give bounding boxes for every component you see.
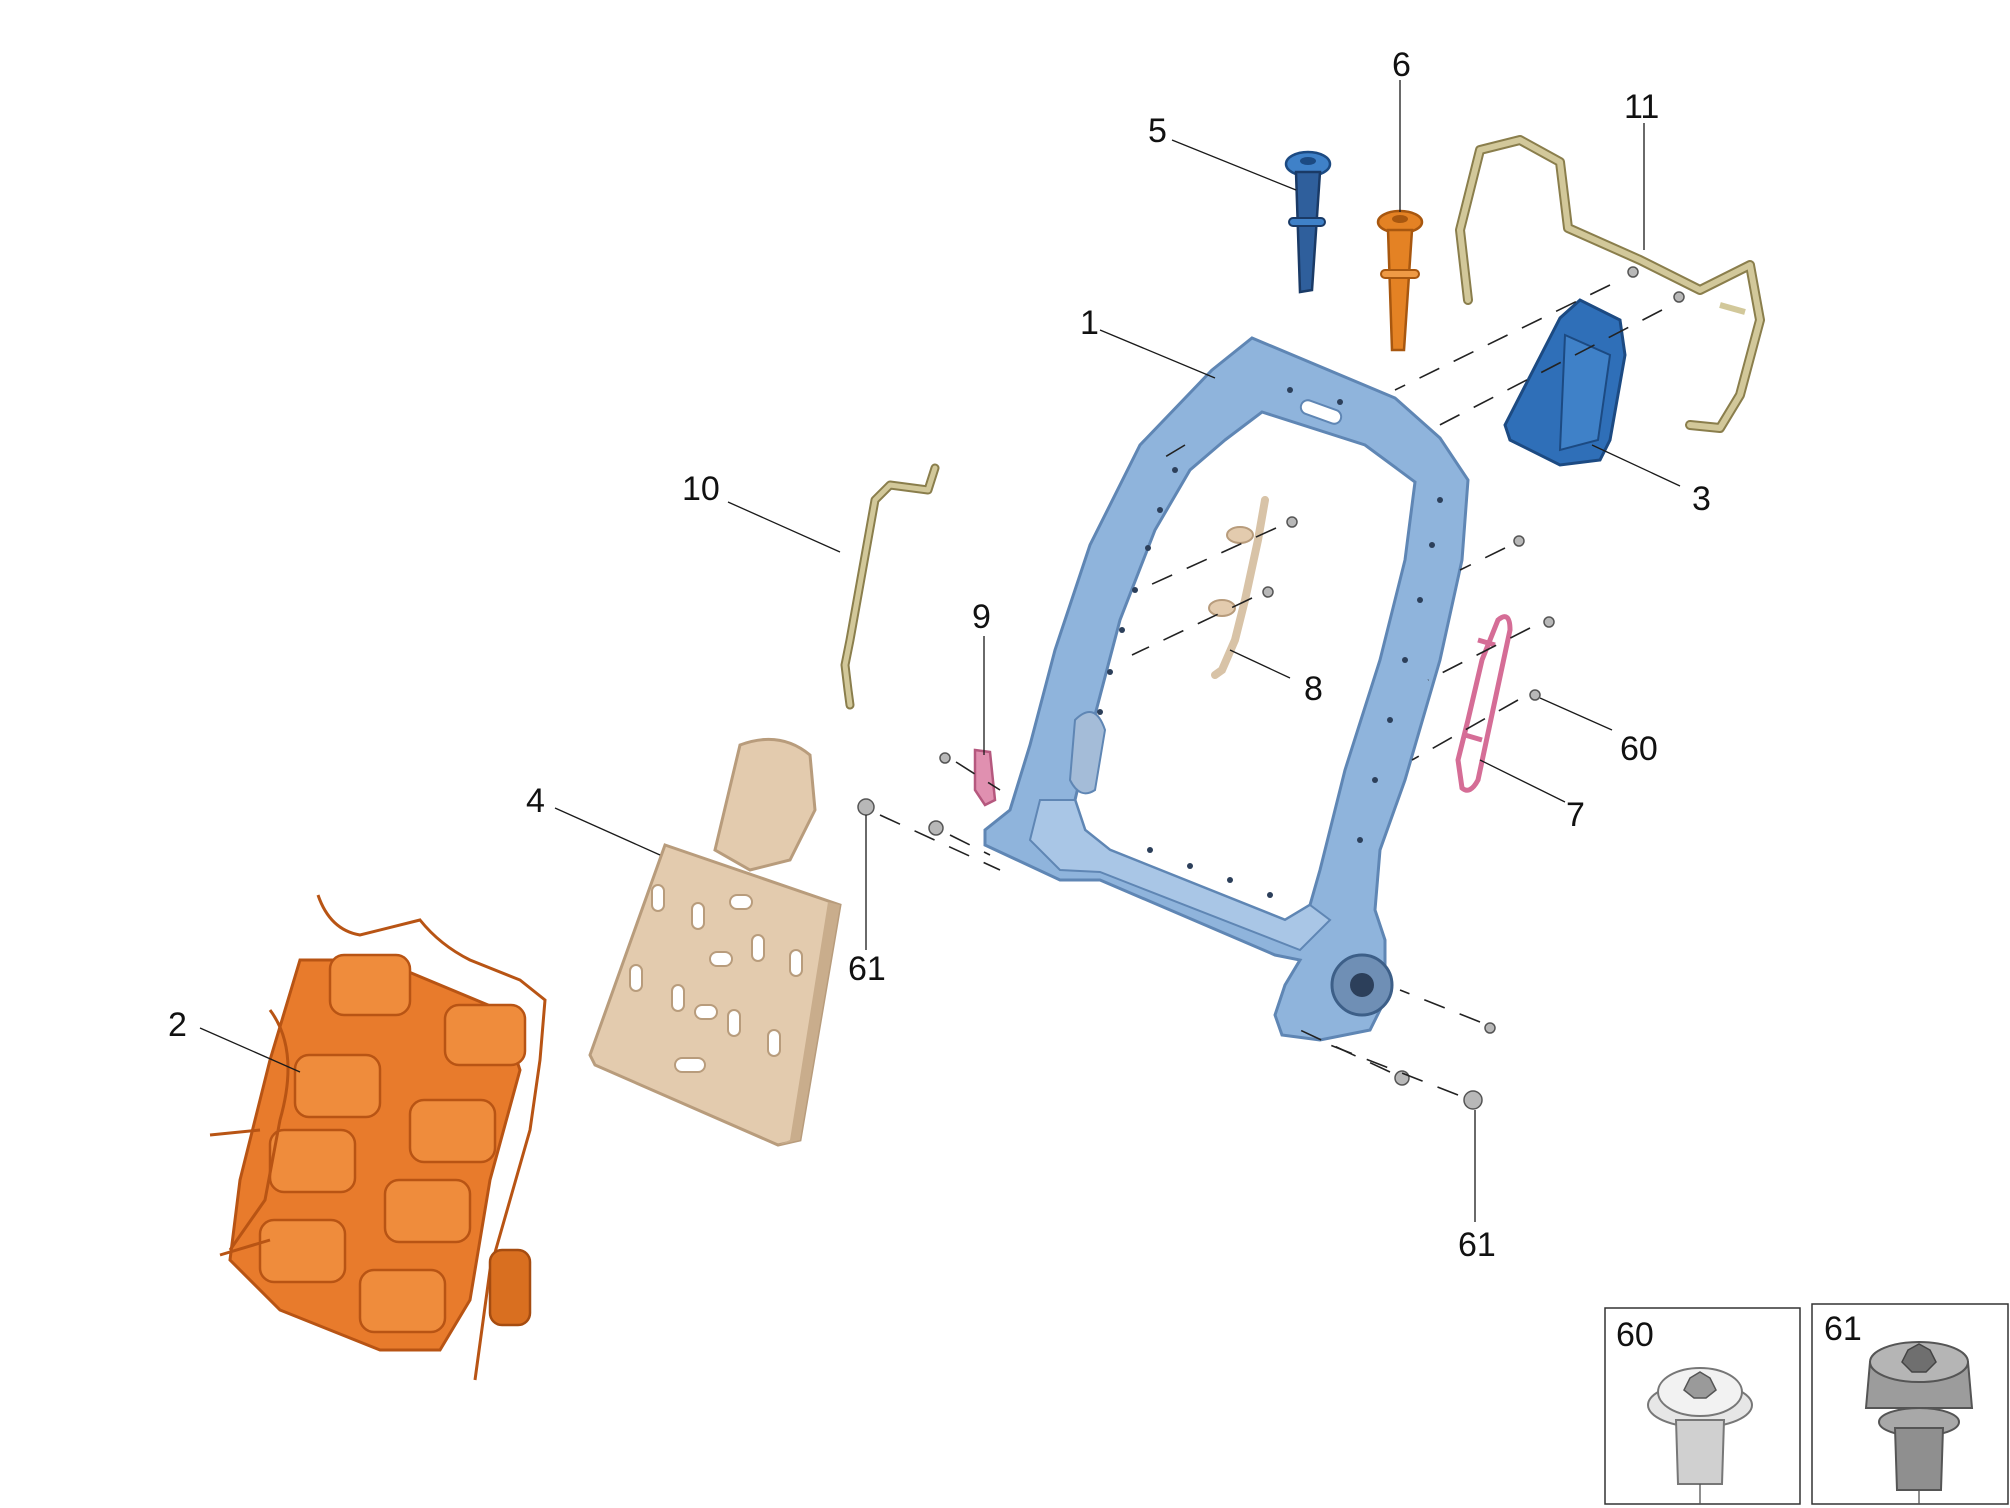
part-1-backrest-frame — [983, 336, 1470, 1042]
bolt — [1394, 1070, 1410, 1086]
part-5-headrest-guide-blue — [1284, 150, 1332, 294]
screw — [1529, 689, 1541, 701]
bolt — [1463, 1090, 1483, 1110]
screw — [1543, 616, 1555, 628]
part-9-clip — [973, 748, 997, 807]
callout-7: 7 — [1566, 796, 1585, 834]
screw — [1262, 586, 1274, 598]
inset-label-61: 61 — [1824, 1310, 1862, 1348]
callout-5: 5 — [1148, 112, 1167, 150]
inset-screw-60: 60 — [1604, 1307, 1801, 1505]
bolt — [928, 820, 944, 836]
callout-6: 6 — [1392, 46, 1411, 84]
inset-label-60: 60 — [1616, 1316, 1654, 1354]
callout-1: 1 — [1080, 304, 1099, 342]
screw — [1484, 1022, 1496, 1034]
part-3-upper-trim — [1503, 298, 1627, 467]
assembly-lines — [879, 284, 1663, 1096]
inset-bolt-61: 61 — [1811, 1303, 2009, 1505]
part-2-cushion-mat — [209, 894, 547, 1381]
callout-8: 8 — [1304, 670, 1323, 708]
callout-labels: 1 2 3 4 5 6 7 8 9 10 11 60 61 61 — [168, 46, 1711, 1264]
callout-4: 4 — [526, 782, 545, 820]
callout-61-left: 61 — [848, 950, 886, 988]
screw — [939, 752, 951, 764]
screw — [1627, 266, 1639, 278]
callout-11: 11 — [1624, 88, 1659, 126]
part-6-headrest-guide-orange — [1376, 209, 1424, 352]
screw — [1286, 516, 1298, 528]
part-7-hook — [1455, 614, 1513, 793]
callout-60: 60 — [1620, 730, 1658, 768]
screw — [1673, 291, 1685, 303]
part-11-headrest-wire — [1455, 135, 1765, 433]
callout-10: 10 — [682, 470, 720, 508]
part-8-strap — [1208, 496, 1269, 679]
screw — [1513, 535, 1525, 547]
callout-61-right: 61 — [1458, 1226, 1496, 1264]
part-4-backrest-panel — [588, 737, 842, 1147]
callout-2: 2 — [168, 1006, 187, 1044]
part-10-wire-bracket — [840, 463, 940, 710]
leader-lines — [199, 80, 1681, 1222]
bolt — [857, 798, 875, 816]
callout-3: 3 — [1692, 480, 1711, 518]
callout-9: 9 — [972, 598, 991, 636]
